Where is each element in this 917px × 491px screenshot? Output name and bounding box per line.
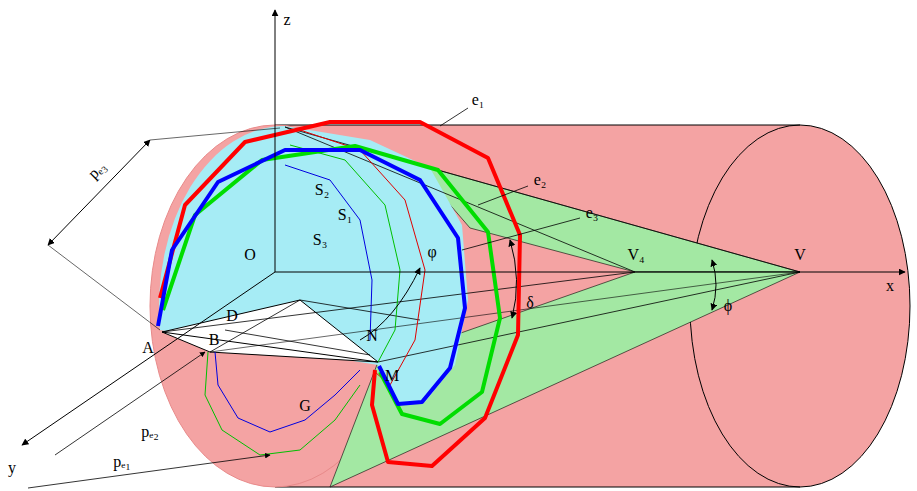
point-label: N bbox=[366, 328, 378, 344]
z-axis bbox=[275, 10, 276, 272]
point-label: A bbox=[142, 340, 154, 356]
dimension-line bbox=[48, 140, 150, 245]
point-label: O bbox=[244, 247, 256, 263]
axis-label: x bbox=[886, 278, 894, 294]
angle-arc bbox=[510, 240, 517, 318]
curve-label: e₂ bbox=[534, 172, 547, 188]
point-label: G bbox=[299, 398, 311, 414]
angle-label: δ bbox=[526, 295, 534, 311]
angle-arc bbox=[712, 260, 716, 310]
base-plane bbox=[162, 300, 378, 362]
angle-label: ϕ bbox=[724, 298, 732, 314]
surface-label: S₁ bbox=[338, 207, 352, 223]
dimension-label: pₑ₃ bbox=[85, 158, 109, 182]
curve-e3 bbox=[158, 150, 465, 404]
thin-curve bbox=[290, 145, 400, 362]
thin-curve bbox=[205, 352, 360, 455]
point-label: M bbox=[385, 368, 399, 384]
axis-label: y bbox=[8, 460, 16, 476]
dimension-label: pₑ₂ bbox=[141, 424, 159, 440]
axis-label: z bbox=[283, 12, 290, 28]
section-face bbox=[159, 126, 468, 405]
curve-label: e₁ bbox=[472, 92, 485, 108]
x-axis bbox=[275, 272, 905, 273]
dimension-label: pₑ₁ bbox=[113, 454, 131, 470]
point-label: V₄ bbox=[627, 247, 644, 263]
surface-label: S₂ bbox=[315, 182, 329, 198]
thin-curve bbox=[300, 130, 425, 385]
cylinder-edge bbox=[275, 125, 800, 126]
surface-label: S₃ bbox=[313, 232, 327, 248]
dimension-line bbox=[55, 352, 205, 455]
point-label: D bbox=[226, 308, 238, 324]
dimension-line bbox=[28, 455, 270, 488]
thin-curve bbox=[285, 165, 372, 340]
thin-curve bbox=[215, 352, 360, 432]
y-axis bbox=[22, 272, 275, 445]
point-label: V bbox=[794, 247, 806, 263]
curve-label: e₃ bbox=[586, 205, 599, 221]
angle-label: φ bbox=[427, 244, 436, 260]
cylinder-edge bbox=[275, 487, 800, 488]
point-label: B bbox=[209, 332, 220, 348]
curve-e1 bbox=[160, 122, 520, 466]
